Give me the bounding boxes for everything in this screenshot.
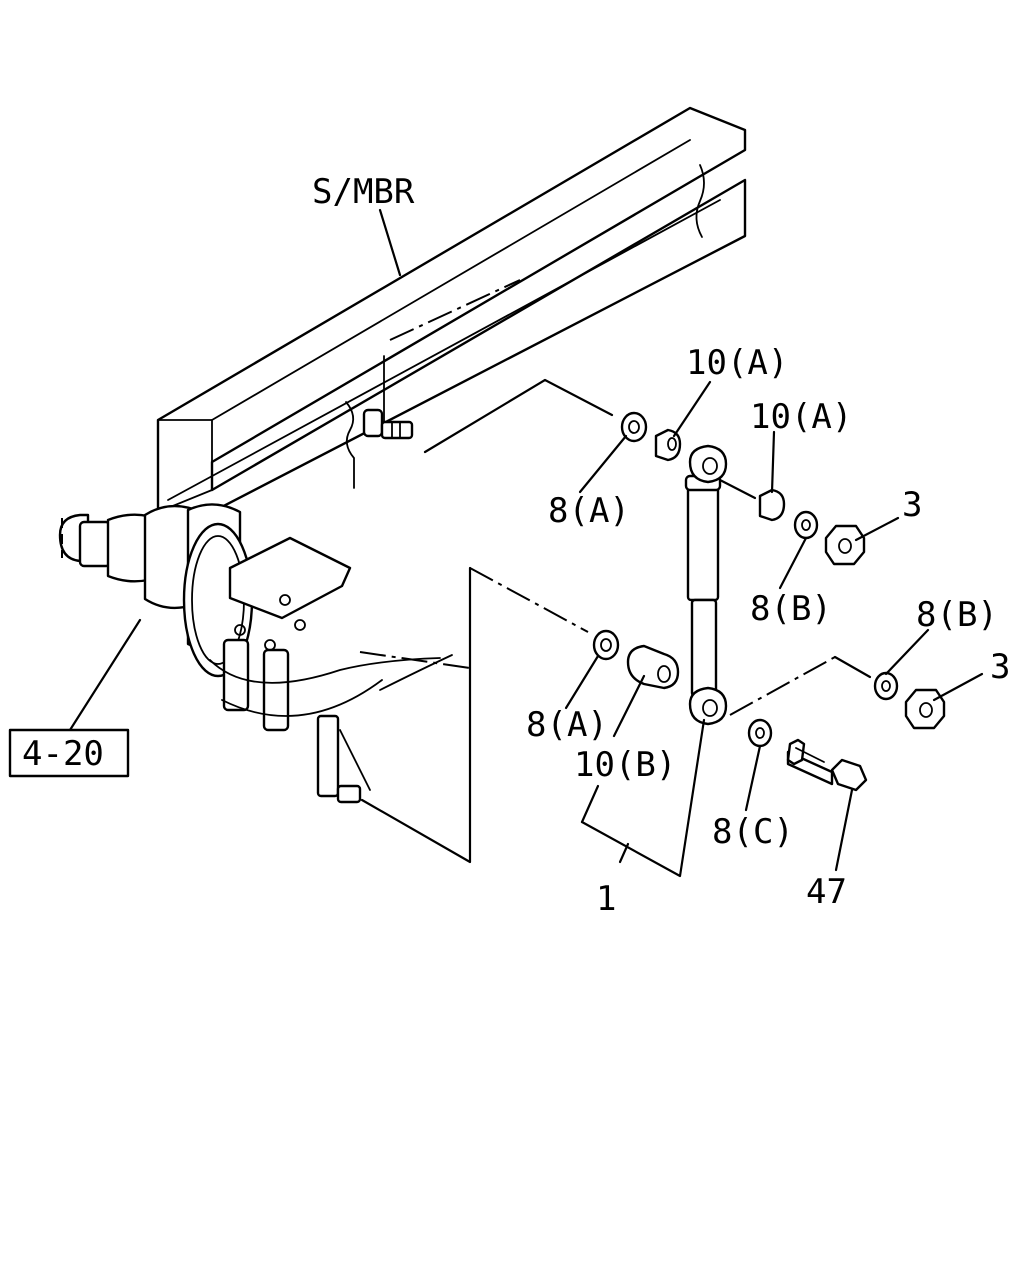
label-sub-member: S/MBR [312, 172, 415, 212]
label-bushing-10a-upper-outer: 10(A) [750, 397, 852, 437]
shock-absorber [684, 444, 728, 726]
upper-hardware [620, 411, 866, 566]
label-bushing-10a-upper-inner: 10(A) [686, 343, 788, 383]
leader-lines [68, 208, 984, 878]
lower-hardware [592, 629, 946, 792]
label-assembly-1: 1 [596, 879, 616, 919]
label-nut-3-upper: 3 [902, 485, 922, 525]
side-member-channel [156, 106, 747, 514]
label-washer-8c: 8(C) [712, 812, 794, 852]
label-reference[interactable]: 4-20 [22, 734, 104, 774]
center-lines [359, 279, 872, 864]
label-washer-8b-lower: 8(B) [916, 595, 998, 635]
reference-box[interactable] [8, 728, 130, 778]
callout-labels: S/MBR 4-20 8(A) 10(A) 10(A) 3 8(B) 8(B) … [8, 172, 1010, 919]
label-washer-8b-upper: 8(B) [750, 589, 832, 629]
label-bolt-47: 47 [806, 872, 847, 912]
label-washer-8a-lower: 8(A) [526, 705, 608, 745]
label-nut-3-lower: 3 [990, 647, 1010, 687]
label-washer-8a-upper: 8(A) [548, 491, 630, 531]
label-bushing-10b: 10(B) [574, 745, 676, 785]
axle-housing [58, 503, 453, 804]
